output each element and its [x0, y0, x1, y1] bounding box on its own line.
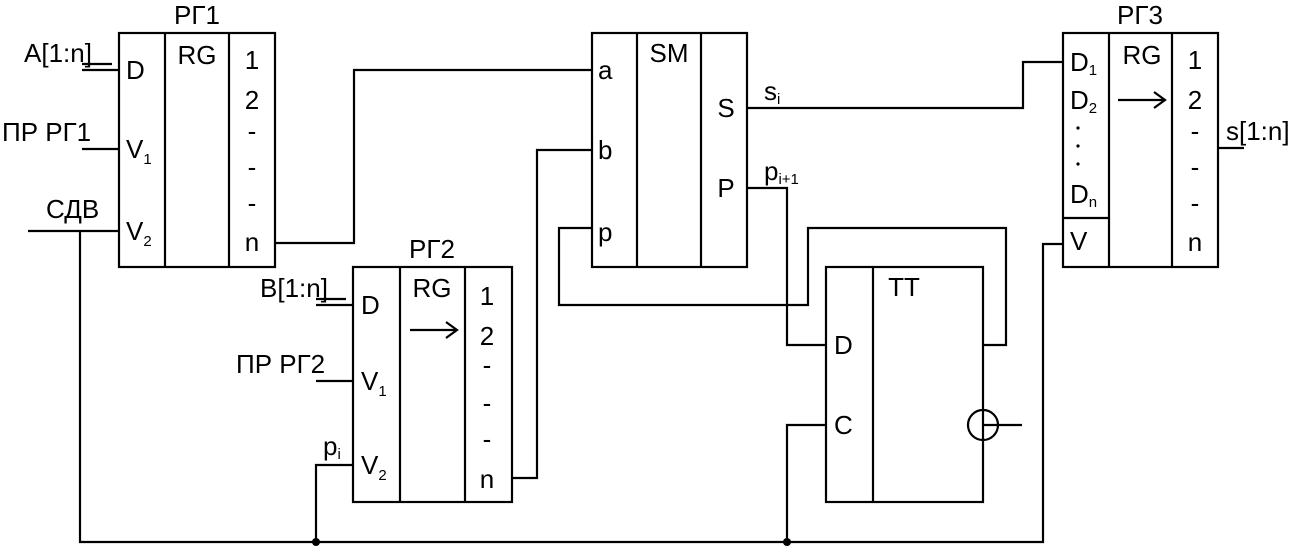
wire-sdv-bus: [78, 231, 1063, 544]
signal-pr-rg2: ПР РГ2: [236, 349, 325, 379]
signal-s-i: si: [764, 76, 780, 108]
rg3-title: РГ3: [1117, 0, 1163, 30]
signal-a-bus: A[1:n]: [24, 38, 92, 68]
rg1-out-1: 1: [245, 45, 259, 75]
rg1-in-v1: V1: [126, 134, 152, 168]
rg1-in-v2: V2: [126, 216, 152, 250]
wire-sdv-to-rg2-v2: [314, 463, 353, 542]
rg1-out-2: 2: [245, 85, 259, 115]
rg3-out-2: 2: [1188, 85, 1202, 115]
junction-dot: [312, 538, 320, 546]
inversion-circle-icon: [966, 408, 1000, 442]
rg3-ellipsis-dots: [1076, 126, 1080, 166]
sm-out-p: P: [717, 173, 734, 203]
rg3-out-dash: -: [1191, 152, 1200, 182]
wires: [28, 60, 1244, 546]
register-rg3: РГ3 RG D1 D2 Dn V 1 2 - - - n: [1061, 0, 1220, 269]
rg1-title: РГ1: [174, 0, 220, 30]
rg2-type: RG: [413, 273, 452, 303]
sm-out-s: S: [717, 93, 734, 123]
rg3-in-dn: Dn: [1070, 179, 1097, 211]
rg2-out-dash: -: [483, 424, 492, 454]
shift-arrow-icon: [410, 321, 459, 339]
rg2-in-d: D: [361, 290, 380, 320]
rg2-out-1: 1: [480, 281, 494, 311]
wire-rg1-n-to-sm-a: [275, 68, 592, 245]
sm-in-b: b: [598, 135, 612, 165]
signal-pr-rg1: ПР РГ1: [2, 117, 91, 147]
rg2-out-dash: -: [483, 350, 492, 380]
rg3-out-1: 1: [1188, 45, 1202, 75]
rg2-out-dash: -: [483, 388, 492, 418]
signal-p-next: pi+1: [764, 156, 799, 188]
rg1-out-n: n: [245, 227, 259, 257]
sm-type: SM: [650, 38, 689, 68]
wire-rg2-n-to-sm-b: [512, 148, 592, 480]
adder-sm: SM a b p S P: [590, 31, 749, 269]
signal-p-i: pi: [323, 431, 341, 463]
rg2-out-2: 2: [480, 321, 494, 351]
sm-in-a: a: [598, 55, 613, 85]
rg2-out-n: n: [480, 464, 494, 494]
rg3-in-v: V: [1070, 226, 1088, 256]
signal-sdv: СДВ: [46, 194, 99, 224]
rg1-in-d: D: [126, 55, 145, 85]
rg2-title: РГ2: [409, 234, 455, 264]
rg3-out-n: n: [1188, 227, 1202, 257]
wire-sm-s-to-rg3-d1: [747, 60, 1063, 110]
tt-in-c: C: [834, 410, 853, 440]
rg1-type: RG: [178, 40, 217, 70]
sm-in-p: p: [598, 217, 612, 247]
rg3-out-dash: -: [1191, 116, 1200, 146]
shift-arrow-icon: [1118, 91, 1167, 109]
wire-tt-q-to-sm-p: [557, 226, 1008, 347]
flipflop-tt: TT D C: [824, 265, 1000, 504]
rg2-in-v2: V2: [361, 450, 387, 484]
rg3-out-dash: -: [1191, 188, 1200, 218]
rg1-out-dash: -: [248, 188, 257, 218]
tt-type: TT: [888, 272, 920, 302]
signal-s-bus: s[1:n]: [1226, 116, 1290, 146]
rg3-type: RG: [1123, 40, 1162, 70]
rg2-in-v1: V1: [361, 366, 387, 400]
wire-sm-p-to-tt-d: [747, 186, 826, 347]
junction-dot: [783, 538, 791, 546]
tt-in-d: D: [834, 330, 853, 360]
register-rg1: РГ1 RG D V1 V2 1 2 - - - n: [117, 0, 277, 269]
rg1-out-dash: -: [248, 152, 257, 182]
register-rg2: РГ2 RG D V1 V2 1 2 - - - n: [351, 234, 514, 504]
rg3-in-d2: D2: [1070, 85, 1097, 117]
rg3-in-d1: D1: [1070, 47, 1097, 79]
wire-sdv-to-tt-c: [785, 423, 826, 542]
rg1-out-dash: -: [248, 116, 257, 146]
